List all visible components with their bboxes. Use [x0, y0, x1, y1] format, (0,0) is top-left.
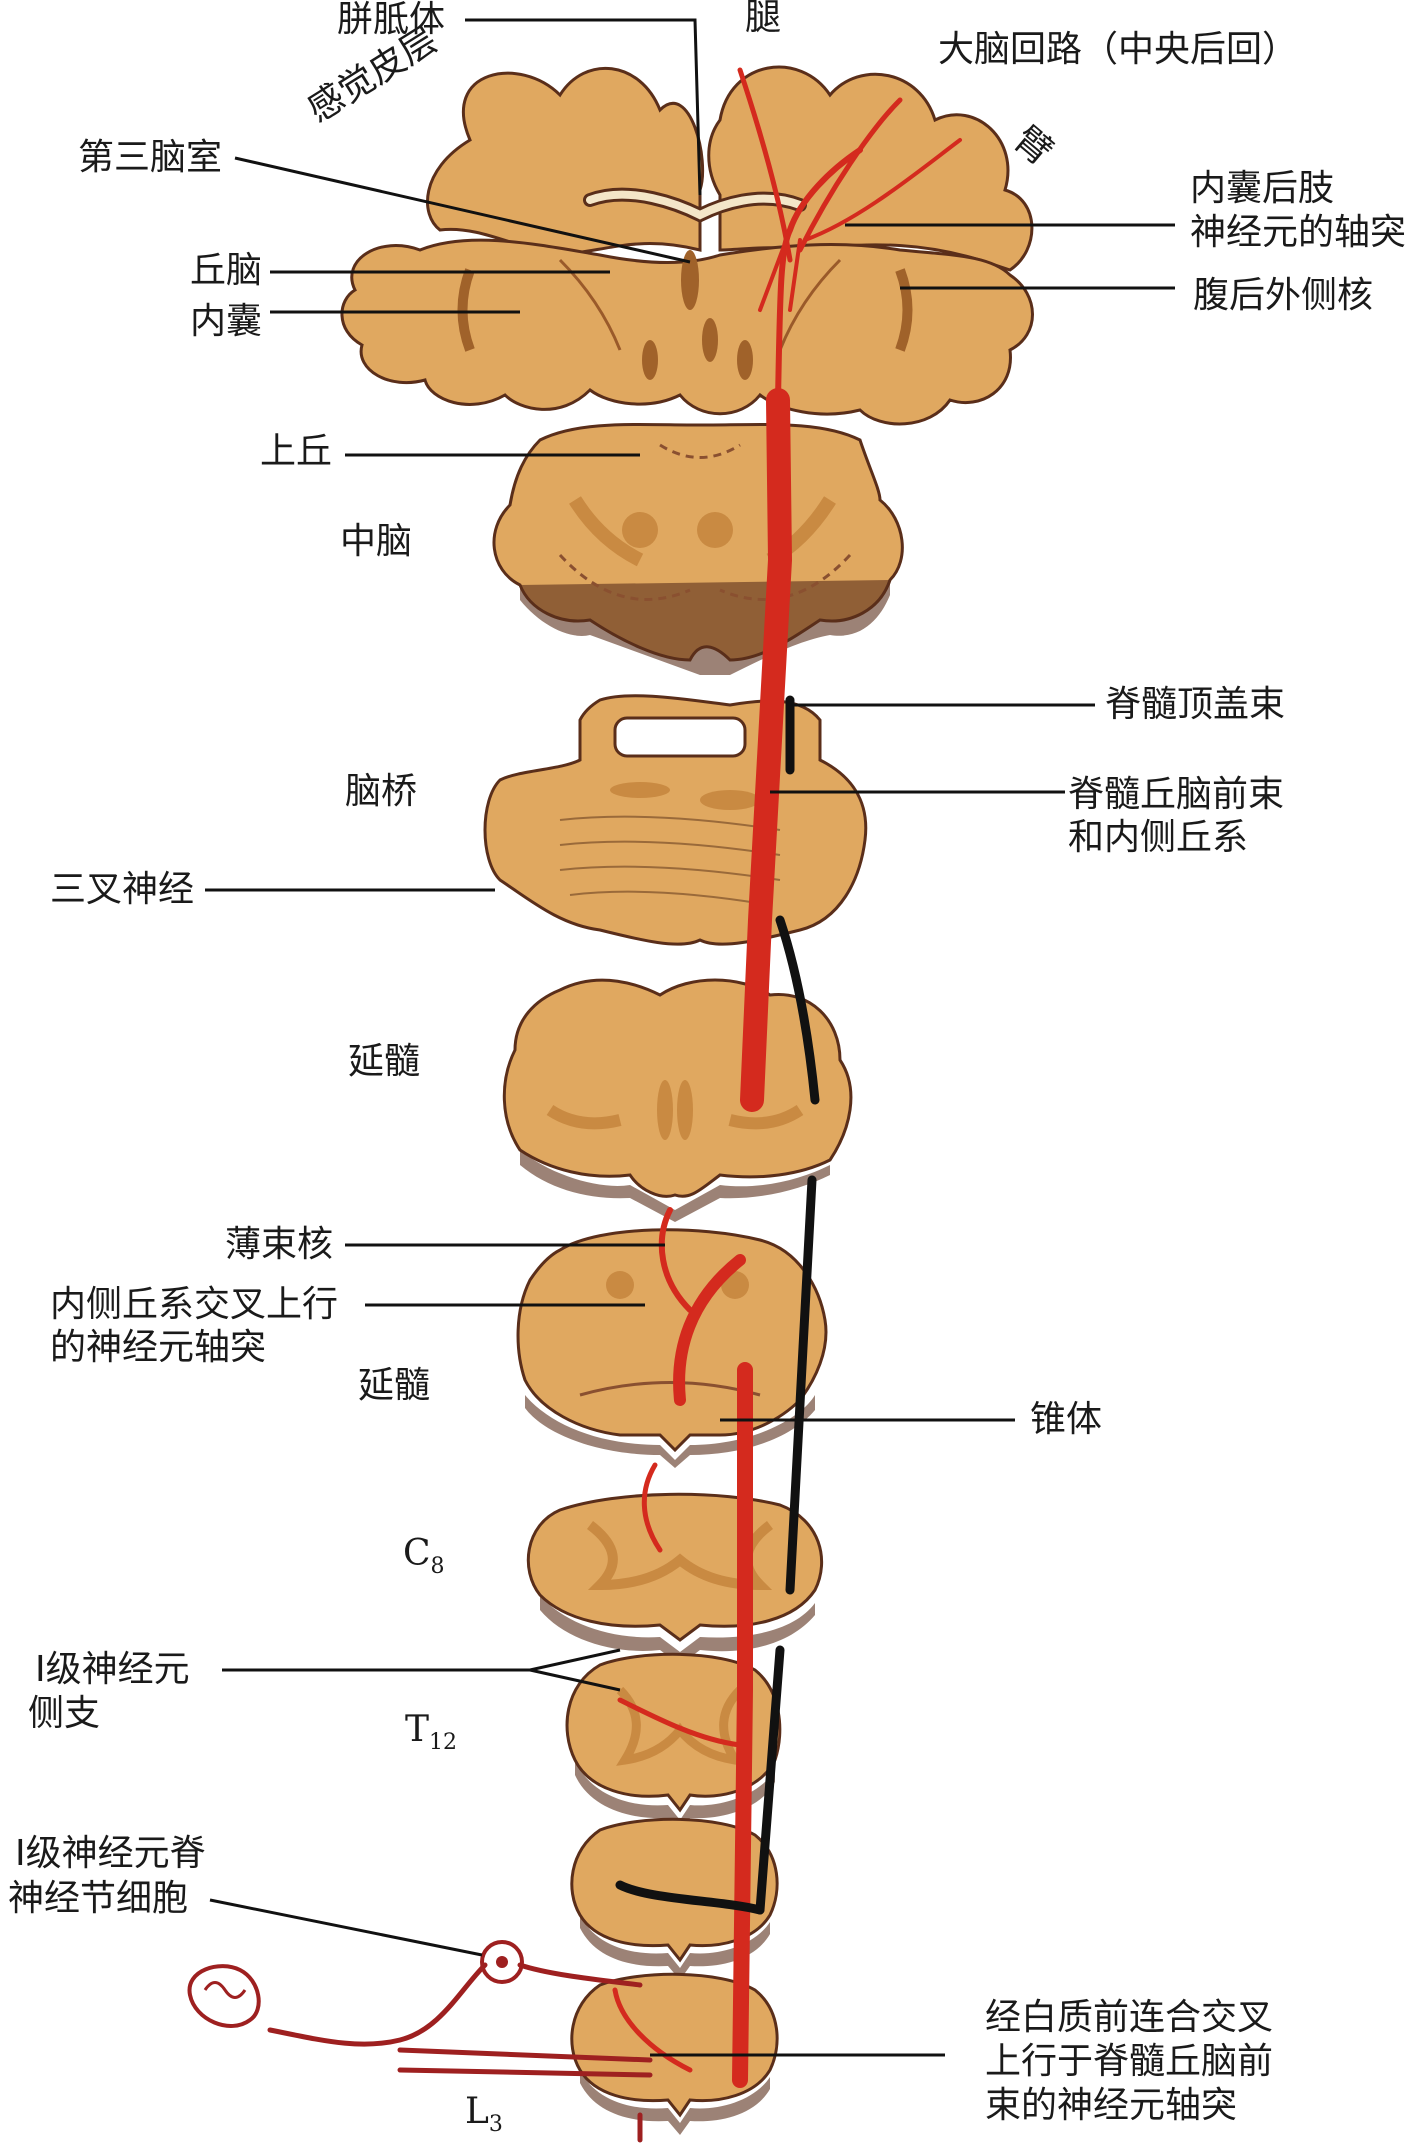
label-third-ventricle: 第三脑室	[78, 137, 223, 178]
label-midbrain: 中脑	[340, 521, 413, 562]
label-trigeminal-nerve: 三叉神经	[50, 869, 195, 910]
label-internal-capsule-axon-line2: 神经元的轴突	[1190, 212, 1407, 253]
lumbar-spinal-section	[570, 1817, 779, 1980]
label-primary-collateral-line2: 侧支	[28, 1693, 101, 1734]
peripheral-nerve	[267, 1962, 653, 2143]
label-l3: L3	[465, 2090, 503, 2139]
label-internal-capsule-axon-line1: 内囊后肢	[1190, 168, 1335, 209]
label-l3-sub: 3	[488, 2112, 503, 2137]
label-c8-sub: 8	[430, 1554, 445, 1579]
label-white-commissure-line1: 经白质前连合交叉	[985, 1997, 1274, 2038]
label-cerebral-circuit: 大脑回路（中央后回）	[938, 29, 1299, 70]
label-leg: 腿	[745, 0, 782, 38]
c8-spinal-section	[526, 1492, 824, 1665]
leader-lines	[205, 18, 1175, 2057]
spinal-ganglion	[480, 1940, 524, 1984]
label-t12: T12	[405, 1708, 457, 1757]
label-superior-colliculus: 上丘	[260, 431, 333, 472]
label-vpl-nucleus: 腹后外侧核	[1193, 275, 1374, 316]
label-ganglion-cell-line2: 神经节细胞	[8, 1878, 189, 1919]
label-medulla-upper: 延髓	[348, 1041, 421, 1082]
label-c8: C8	[403, 1532, 445, 1581]
label-pyramid: 锥体	[1030, 1399, 1103, 1440]
ascending-sensory-pathway	[612, 67, 962, 2088]
upper-medulla-section	[502, 978, 853, 1222]
label-lemniscus-decussation-line1: 内侧丘系交叉上行	[50, 1284, 339, 1325]
black-tract-line	[615, 695, 820, 1915]
label-medulla-lower: 延髓	[358, 1365, 431, 1406]
lower-medulla-section	[516, 1228, 828, 1468]
label-anterior-spinothalamic-line1: 脊髓丘脑前束	[1068, 774, 1285, 815]
pons-section	[483, 694, 868, 946]
midbrain-section	[492, 422, 904, 675]
label-anterior-spinothalamic-line2: 和内侧丘系	[1068, 817, 1249, 858]
brain-coronal-section	[340, 65, 1034, 426]
label-thalamus: 丘脑	[190, 250, 263, 291]
label-l3-main: L	[465, 2091, 489, 2132]
label-primary-collateral-line1: Ⅰ级神经元	[35, 1649, 190, 1690]
label-spinotectal-tract: 脊髓顶盖束	[1105, 684, 1286, 725]
label-gracile-nucleus: 薄束核	[225, 1224, 334, 1265]
label-lemniscus-decussation-line2: 的神经元轴突	[50, 1327, 267, 1368]
label-white-commissure-line3: 束的神经元轴突	[985, 2085, 1238, 2126]
label-c8-main: C	[403, 1533, 431, 1574]
label-t12-sub: 12	[429, 1730, 458, 1755]
sensory-receptor	[187, 1964, 261, 2028]
label-pons: 脑桥	[345, 771, 418, 812]
label-internal-capsule: 内囊	[190, 301, 263, 342]
label-white-commissure-line2: 上行于脊髓丘脑前	[985, 2041, 1274, 2082]
label-ganglion-cell-line1: Ⅰ级神经元脊	[15, 1833, 206, 1874]
label-t12-main: T	[405, 1709, 430, 1750]
label-corpus-callosum: 胼胝体	[337, 0, 446, 40]
